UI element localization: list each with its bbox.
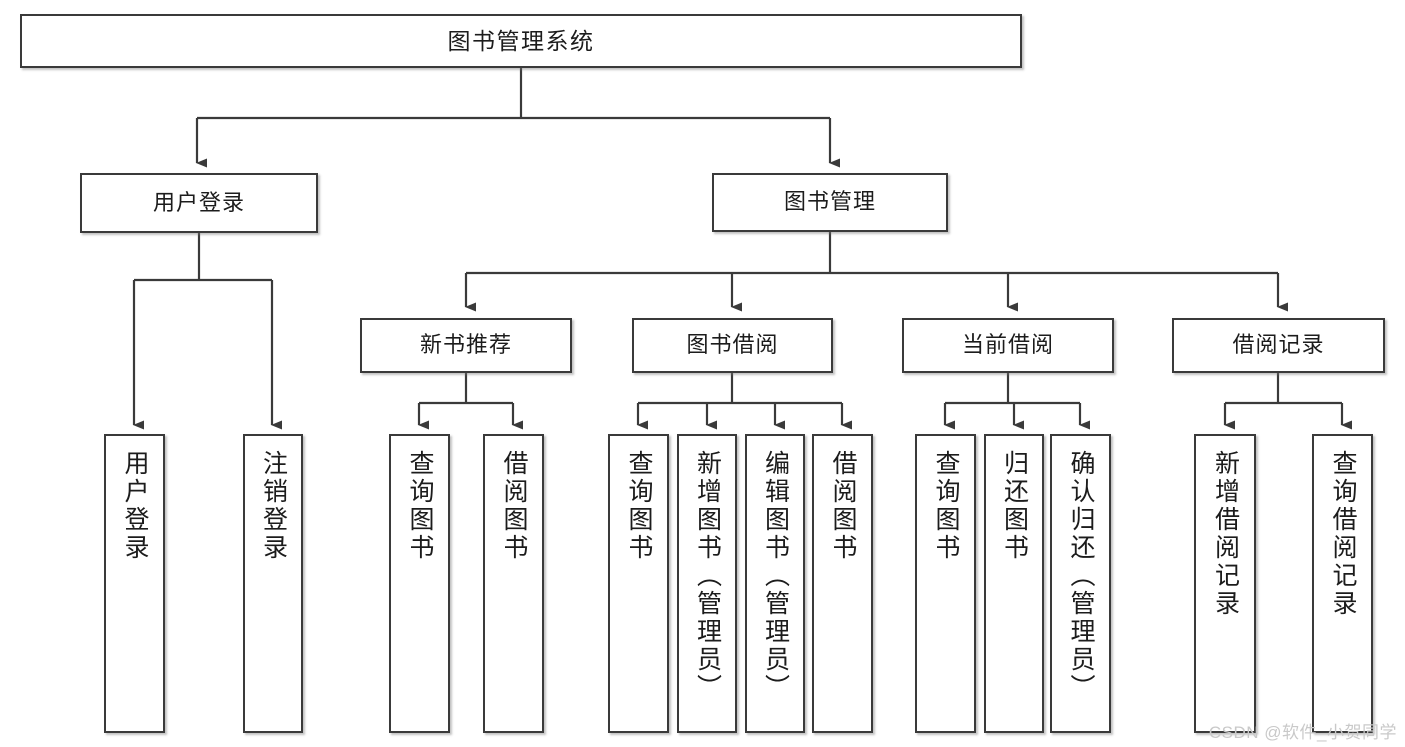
node-label: 用户登录 bbox=[121, 450, 149, 562]
node-leaf-borrow-book[interactable]: 借阅图书 bbox=[812, 434, 873, 733]
node-label: 新增图书（管理员） bbox=[693, 450, 722, 702]
node-leaf-query-borrow-record[interactable]: 查询借阅记录 bbox=[1312, 434, 1373, 733]
node-book-management[interactable]: 图书管理 bbox=[712, 173, 948, 232]
node-label: 新书推荐 bbox=[419, 332, 512, 358]
node-leaf-logout[interactable]: 注销登录 bbox=[243, 434, 303, 733]
node-leaf-query-book-recommend[interactable]: 查询图书 bbox=[389, 434, 450, 733]
node-label: 借阅图书 bbox=[829, 450, 857, 562]
node-book-borrow[interactable]: 图书借阅 bbox=[632, 318, 833, 373]
node-leaf-return-book[interactable]: 归还图书 bbox=[984, 434, 1044, 733]
node-label: 借阅记录 bbox=[1232, 332, 1325, 358]
node-label: 确认归还（管理员） bbox=[1067, 450, 1095, 702]
node-label: 编辑图书（管理员） bbox=[761, 450, 790, 702]
node-label: 查询借阅记录 bbox=[1329, 450, 1357, 618]
node-leaf-query-book[interactable]: 查询图书 bbox=[608, 434, 669, 733]
node-leaf-query-book-current[interactable]: 查询图书 bbox=[915, 434, 976, 733]
node-root-book-management-system[interactable]: 图书管理系统 bbox=[20, 14, 1022, 68]
node-label: 查询图书 bbox=[932, 450, 960, 562]
node-leaf-borrow-book-recommend[interactable]: 借阅图书 bbox=[483, 434, 544, 733]
node-label: 查询图书 bbox=[625, 450, 653, 562]
node-label: 用户登录 bbox=[152, 189, 245, 215]
watermark: CSDN @软件_小贺同学 bbox=[1208, 723, 1397, 742]
node-label: 图书借阅 bbox=[686, 332, 779, 358]
node-label: 借阅图书 bbox=[500, 450, 528, 562]
node-label: 图书管理系统 bbox=[447, 27, 595, 54]
node-current-borrow[interactable]: 当前借阅 bbox=[902, 318, 1114, 373]
node-leaf-add-borrow-record[interactable]: 新增借阅记录 bbox=[1194, 434, 1256, 733]
node-leaf-add-book-admin[interactable]: 新增图书（管理员） bbox=[677, 434, 737, 733]
node-label: 注销登录 bbox=[259, 450, 288, 562]
node-label: 图书管理 bbox=[783, 189, 876, 215]
node-label: 当前借阅 bbox=[961, 332, 1054, 358]
node-leaf-edit-book-admin[interactable]: 编辑图书（管理员） bbox=[745, 434, 805, 733]
node-label: 归还图书 bbox=[1000, 450, 1029, 562]
node-user-login[interactable]: 用户登录 bbox=[80, 173, 318, 233]
node-label: 查询图书 bbox=[406, 450, 434, 562]
node-leaf-user-login[interactable]: 用户登录 bbox=[104, 434, 165, 733]
node-new-book-recommend[interactable]: 新书推荐 bbox=[360, 318, 572, 373]
node-label: 新增借阅记录 bbox=[1211, 450, 1240, 618]
node-borrow-record[interactable]: 借阅记录 bbox=[1172, 318, 1385, 373]
node-leaf-confirm-return-admin[interactable]: 确认归还（管理员） bbox=[1050, 434, 1111, 733]
